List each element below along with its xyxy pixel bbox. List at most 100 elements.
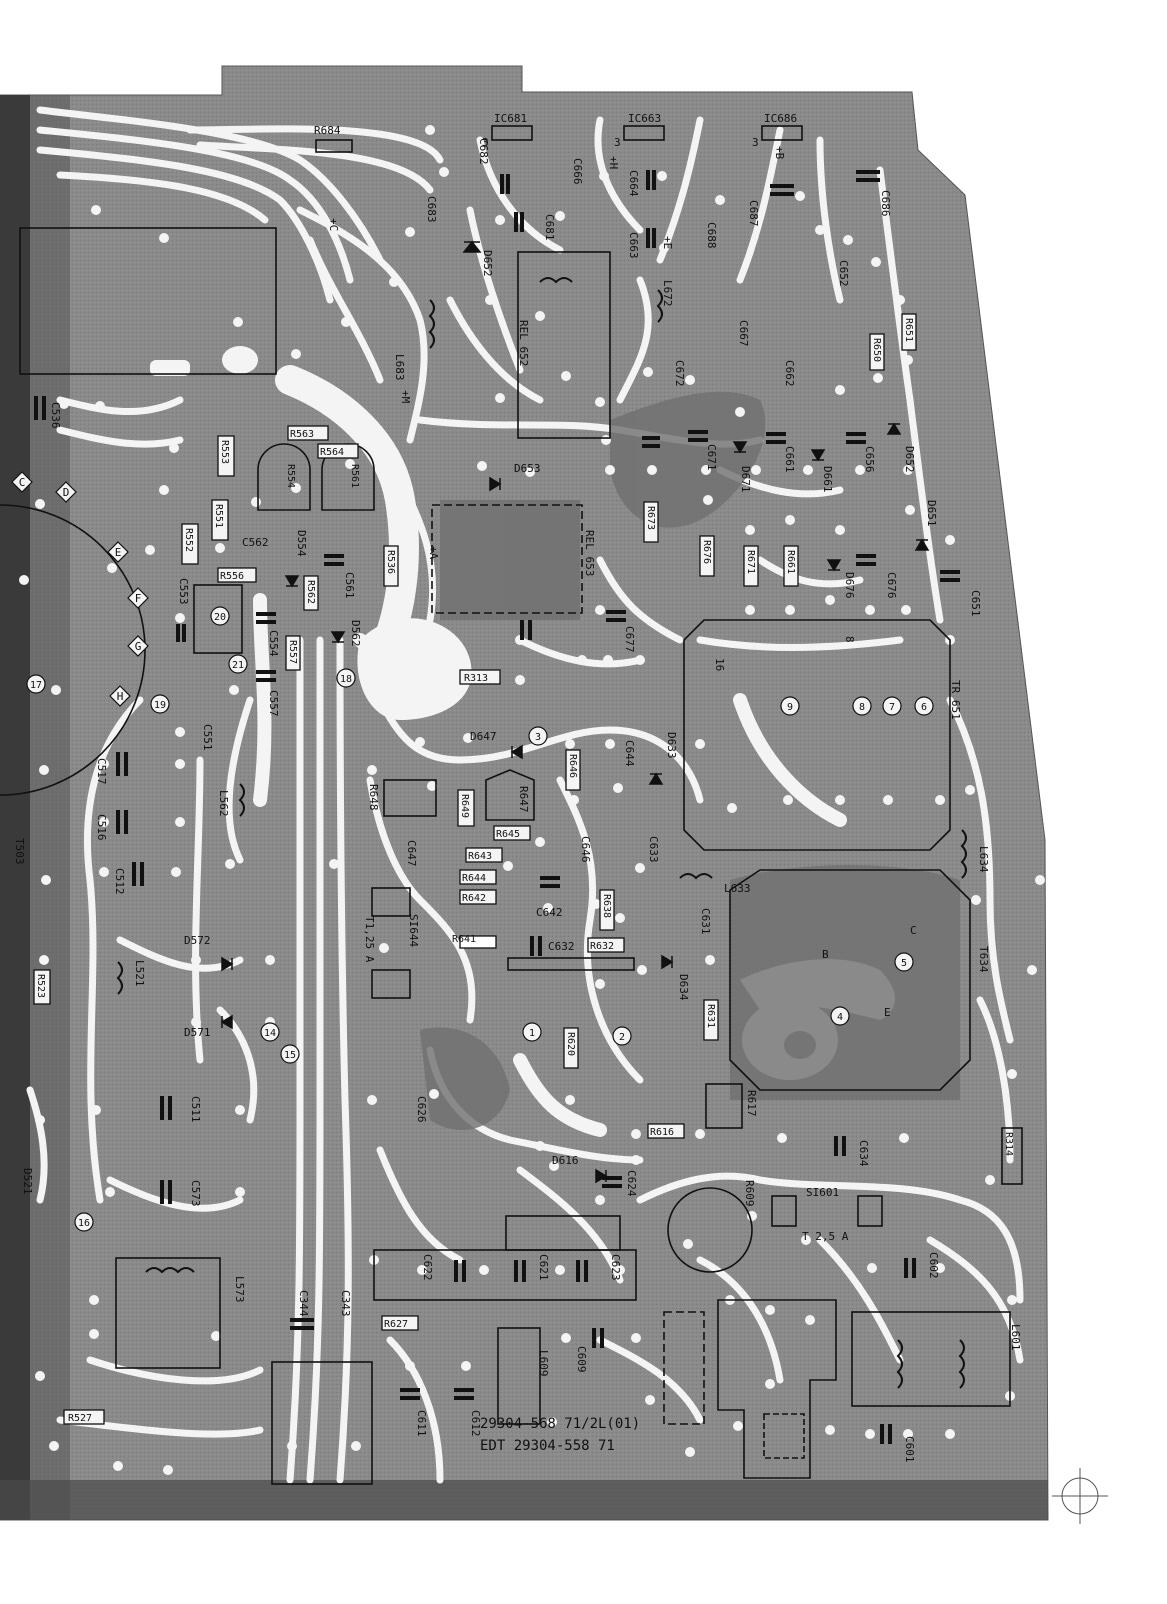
pin-21: 21 [232, 660, 244, 671]
pin-14: 14 [264, 1028, 276, 1039]
label-c662: C662 [783, 360, 796, 387]
label-d616: D616 [552, 1154, 579, 1167]
label-d554: D554 [295, 530, 308, 557]
connector-H: H [117, 690, 124, 703]
label-d661: D661 [821, 466, 834, 493]
label-c677: C677 [623, 626, 636, 653]
label-r641: R641 [452, 934, 476, 945]
label-c624: C624 [625, 1170, 638, 1197]
label-c642: C642 [536, 906, 563, 919]
label-t25a: T 2,5 A [802, 1230, 849, 1243]
label-c666: C666 [571, 158, 584, 185]
label-d571: D571 [184, 1026, 211, 1039]
mark-8: 8 [843, 636, 856, 643]
pin-2: 2 [619, 1032, 625, 1043]
label-r523: R523 [35, 974, 46, 998]
label-r627: R627 [384, 1319, 408, 1330]
label-c512: C512 [113, 868, 126, 895]
label-c688: C688 [705, 222, 718, 249]
label-c516: C516 [95, 814, 108, 841]
label-d633: D633 [665, 732, 678, 759]
label-c553: C553 [177, 578, 190, 605]
connector-markers: C D E F G H [11, 471, 149, 707]
label-l573: L573 [233, 1276, 246, 1303]
label-t503: T503 [13, 838, 26, 865]
connector-C: C [19, 476, 26, 489]
label-c573: C573 [189, 1180, 202, 1207]
label-r638: R638 [601, 894, 612, 918]
edt-number: EDT 29304-558 71 [480, 1438, 615, 1454]
mark-3c: 3 [752, 136, 759, 149]
mark-plus-h: +H [607, 156, 620, 169]
label-c686: C686 [879, 190, 892, 217]
label-r645: R645 [496, 829, 520, 840]
label-r651: R651 [903, 318, 914, 342]
label-c562: C562 [242, 536, 269, 549]
label-c651: C651 [969, 590, 982, 617]
label-c609: C609 [575, 1346, 588, 1373]
label-r314: R314 [1003, 1132, 1014, 1156]
label-r648: R648 [367, 784, 380, 811]
registration-crosshair-icon [1052, 1468, 1108, 1524]
label-c652: C652 [837, 260, 850, 287]
label-r650: R650 [871, 338, 882, 362]
label-r642: R642 [462, 893, 486, 904]
mark-plus-e: +E [661, 236, 674, 249]
pin-15: 15 [284, 1050, 296, 1061]
label-r561: R561 [349, 464, 360, 488]
label-d652a: D652 [481, 250, 494, 277]
label-si601: SI601 [806, 1186, 839, 1199]
label-c612: C612 [469, 1410, 482, 1437]
label-c602: C602 [927, 1252, 940, 1279]
label-c682: C682 [477, 138, 490, 165]
part-number: 29304-568 71/2L(01) [480, 1416, 640, 1432]
label-c667: C667 [737, 320, 750, 347]
label-c621: C621 [537, 1254, 550, 1281]
label-r632: R632 [590, 941, 614, 952]
pin-16: 16 [78, 1218, 90, 1229]
label-r562: R562 [305, 580, 316, 604]
label-r609: R609 [743, 1180, 756, 1207]
connector-D: D [63, 486, 70, 499]
mark-c: C [910, 924, 917, 937]
label-c676: C676 [885, 572, 898, 599]
label-r620: R620 [565, 1032, 576, 1056]
label-c681: C681 [543, 214, 556, 241]
label-c511: C511 [189, 1096, 202, 1123]
dark-regions [420, 391, 960, 1130]
mark-plus-c: +C [327, 218, 340, 231]
label-r644: R644 [462, 873, 486, 884]
connector-F: F [135, 592, 142, 605]
label-l562: L562 [217, 790, 230, 817]
label-d521: D521 [21, 1168, 34, 1195]
diode-symbols [220, 240, 930, 1184]
pin-7: 7 [889, 702, 895, 713]
label-d653: D653 [514, 462, 541, 475]
label-c554: C554 [267, 630, 280, 657]
label-r551: R551 [213, 504, 224, 528]
pin-4: 4 [837, 1012, 843, 1023]
label-c631: C631 [699, 908, 712, 935]
label-r631: R631 [705, 1004, 716, 1028]
mark-plus-a: +A [427, 546, 440, 560]
label-l521: L521 [133, 960, 146, 987]
pin-18: 18 [340, 674, 352, 685]
left-edge-gradient [30, 95, 70, 1520]
label-r643: R643 [468, 851, 492, 862]
label-c517: C517 [95, 758, 108, 785]
label-ic663: IC663 [628, 112, 661, 125]
bottom-edge-strip [0, 1480, 1048, 1520]
label-c622: C622 [421, 1254, 434, 1281]
label-l672: L672 [661, 280, 674, 307]
label-c611: C611 [415, 1410, 428, 1437]
label-d651: D651 [925, 500, 938, 527]
label-d652b: D652 [903, 446, 916, 473]
mark-e: E [884, 1006, 891, 1019]
label-d647: D647 [470, 730, 497, 743]
label-r617: R617 [745, 1090, 758, 1117]
pin-markers: 20 21 19 18 17 16 14 15 3 9 8 7 6 5 4 1 … [26, 606, 934, 1232]
label-l683: L683 [393, 354, 406, 381]
label-d634: D634 [677, 974, 690, 1001]
pin-5: 5 [901, 958, 907, 969]
